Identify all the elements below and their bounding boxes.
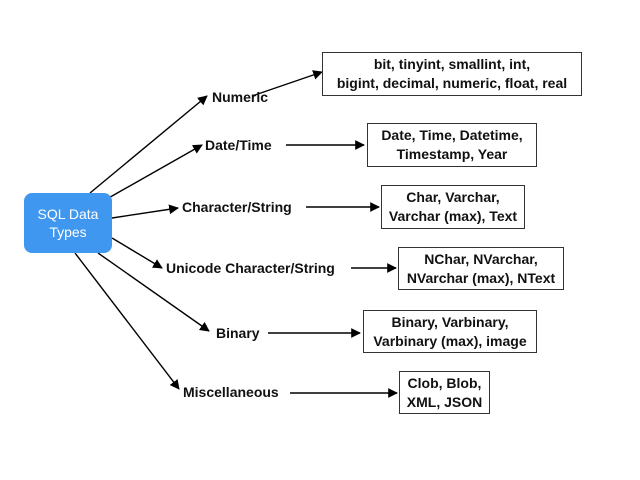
- types-line: Varchar (max), Text: [388, 208, 518, 224]
- types-line: NVarchar (max), NText: [406, 269, 556, 286]
- types-line: Clob, Blob,: [407, 374, 482, 391]
- arrow-root-to-binary: [97, 252, 210, 332]
- types-line: Binary, Varbinary,: [391, 313, 509, 330]
- arrow-root-to-character: [111, 204, 179, 219]
- types-line: Timestamp, Year: [396, 146, 508, 162]
- types-box-unicode-character-string: NChar, NVarchar, NVarchar (max), NText: [398, 247, 564, 290]
- arrow-root-to-numeric: [89, 95, 208, 194]
- category-character-string: Character/String: [182, 199, 292, 215]
- category-unicode-character-string: Unicode Character/String: [166, 260, 335, 276]
- root-label-line1: SQL Data: [37, 206, 99, 222]
- types-box-miscellaneous: Clob, Blob, XML, JSON: [399, 371, 490, 414]
- types-line: NChar, NVarchar,: [424, 250, 538, 267]
- arrow-root-to-datetime: [104, 144, 203, 201]
- root-label-line2: Types: [49, 224, 87, 240]
- root-node-sql-data-types: SQL Data Types: [24, 193, 112, 253]
- types-line: XML, JSON: [406, 393, 483, 410]
- types-box-numeric: bit, tinyint, smallint, int, bigint, dec…: [322, 52, 582, 96]
- types-line: bigint, decimal, numeric, float, real: [336, 75, 568, 91]
- category-numeric: Numeric: [212, 89, 269, 105]
- types-line: Char, Varchar,: [406, 189, 500, 205]
- category-binary: Binary: [216, 325, 260, 341]
- types-line: Varbinary (max), image: [373, 332, 527, 349]
- types-box-character-string: Char, Varchar, Varchar (max), Text: [381, 185, 525, 229]
- arrow-root-to-unicode: [111, 237, 163, 269]
- arrow-root-to-misc: [74, 252, 180, 390]
- types-box-datetime: Date, Time, Datetime, Timestamp, Year: [367, 123, 537, 167]
- category-miscellaneous: Miscellaneous: [183, 384, 279, 400]
- arrow-numeric-to-types: [251, 70, 323, 97]
- types-line: bit, tinyint, smallint, int,: [373, 56, 531, 72]
- types-line: Date, Time, Datetime,: [381, 127, 523, 143]
- category-datetime: Date/Time: [205, 137, 272, 153]
- types-box-binary: Binary, Varbinary, Varbinary (max), imag…: [363, 310, 537, 353]
